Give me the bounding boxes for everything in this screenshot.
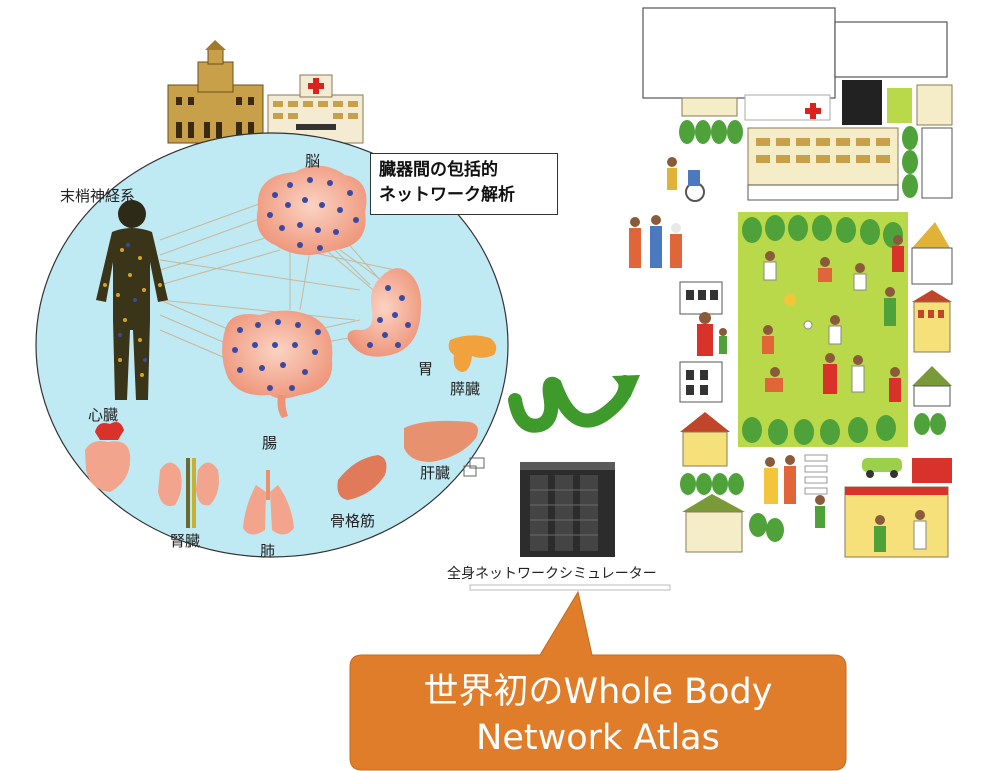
label-peripheral-nerves: 末梢神経系 xyxy=(60,187,136,205)
muscle-icon xyxy=(337,455,387,500)
label-liver: 肝臓 xyxy=(420,464,451,482)
callout-text: 世界初のWhole Body Network Atlas xyxy=(350,660,846,770)
analysis-title-line2: ネットワーク解析 xyxy=(379,185,515,205)
network-connections xyxy=(159,199,396,361)
lung-icon xyxy=(243,470,294,535)
label-lung: 肺 xyxy=(260,542,276,560)
label-intestine: 腸 xyxy=(262,434,278,452)
label-stomach: 胃 xyxy=(418,360,434,378)
callout-line1: 世界初のWhole Body xyxy=(423,672,773,712)
callout-bubble xyxy=(349,590,847,771)
heart-icon xyxy=(85,422,131,492)
server-icon xyxy=(520,462,615,557)
label-frame xyxy=(469,584,671,591)
label-brain: 脳 xyxy=(305,152,321,170)
callout-line2: Network Atlas xyxy=(476,718,720,758)
marker-squares xyxy=(463,457,485,477)
brain-icon xyxy=(256,165,367,255)
analysis-title-box: 臓器間の包括的 ネットワーク解析 xyxy=(370,153,558,215)
hospital-building-icon xyxy=(267,74,364,144)
stomach-icon xyxy=(347,268,422,357)
simulator-label: 全身ネットワークシミュレーター xyxy=(447,566,657,582)
analysis-title-line1: 臓器間の包括的 xyxy=(379,160,498,180)
kidney-icon xyxy=(158,458,219,528)
liver-icon xyxy=(404,420,478,462)
university-building-icon xyxy=(167,40,264,144)
intestine-icon xyxy=(222,310,333,418)
arrow-icon xyxy=(508,375,640,433)
city-map xyxy=(629,7,953,558)
label-heart: 心臓 xyxy=(88,406,119,424)
human-body-icon xyxy=(96,200,168,400)
label-kidney: 腎臓 xyxy=(170,532,201,550)
pancreas-icon xyxy=(448,335,497,372)
label-skeletal-muscle: 骨格筋 xyxy=(330,512,376,530)
label-pancreas: 膵臓 xyxy=(450,380,481,398)
